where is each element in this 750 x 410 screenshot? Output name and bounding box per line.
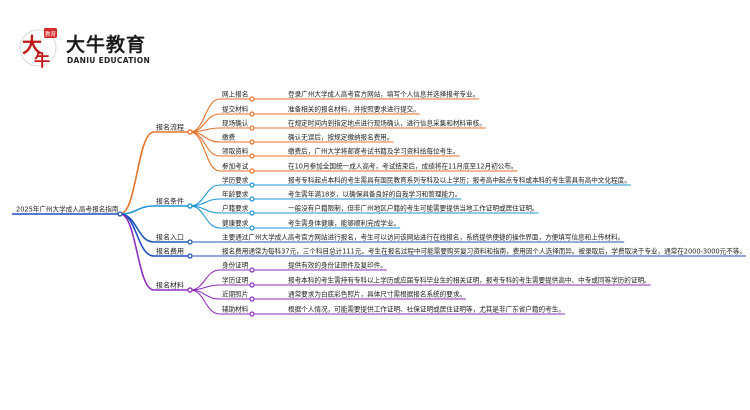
branch-label-conditions: 报名条件 <box>156 197 184 206</box>
branch-label-materials: 报名材料 <box>156 281 184 290</box>
branch-label-entry: 报名入口 <box>156 233 184 242</box>
item-dot-process-3 <box>249 139 255 145</box>
item-text-conditions-1: 考生需年满18岁，以确保具备良好的自我学习和管理能力。 <box>288 190 461 199</box>
item-dot-process-0 <box>249 96 255 102</box>
item-label-process-4: 领取资料 <box>222 147 249 156</box>
item-label-conditions-1: 年龄要求 <box>222 190 249 199</box>
item-text-materials-0: 提供有效的身份证原件及复印件。 <box>288 261 387 270</box>
branch-link-materials <box>119 213 155 291</box>
item-label-process-3: 缴费 <box>222 133 236 142</box>
brand-name-en: DANIU EDUCATION <box>67 56 151 65</box>
item-dot-conditions-2 <box>249 210 255 216</box>
branch-dot-materials <box>187 287 193 293</box>
item-link-conditions-3 <box>189 205 221 229</box>
item-text-materials-2: 通常要求为白底彩色照片，具体尺寸需根据报名系统的要求。 <box>288 290 466 299</box>
branch-dot-fee <box>187 253 193 259</box>
item-label-process-0: 网上报名 <box>222 90 248 99</box>
item-label-conditions-2: 户籍要求 <box>222 204 249 213</box>
item-text-conditions-2: 一般没有户籍限制，但非广州地区户籍的考生可能需要提供当地工作证明或居住证明。 <box>288 204 539 213</box>
branch-label-fee: 报名费用 <box>156 247 184 256</box>
item-text-materials-3: 根据个人情况，可能需要提供工作证明、社保证明或居住证明等，尤其是非广东省户籍的考… <box>288 305 565 314</box>
item-label-materials-0: 身份证明 <box>222 261 249 270</box>
item-text-process-1: 准备相关的报名材料，并按照要求进行提交。 <box>288 105 420 114</box>
branch-link-entry <box>119 213 155 243</box>
item-link-process-5 <box>189 131 221 172</box>
branch-dot-conditions <box>187 203 193 209</box>
item-link-process-2 <box>189 127 221 133</box>
item-label-process-2: 现场确认 <box>222 119 249 128</box>
item-label-conditions-3: 健康要求 <box>222 219 249 228</box>
item-text-process-2: 在规定时间内到指定地点进行现场确认，进行信息采集和材料审核。 <box>288 119 486 128</box>
branch-dot-process <box>187 129 193 135</box>
mind-map-nodes: 2025年广州大学成人高考报名指南 报名流程 网上报名 登录广州大学成人高考官方网站，… <box>16 90 746 317</box>
item-label-materials-2: 近期照片 <box>222 290 248 299</box>
item-dot-process-1 <box>249 111 255 117</box>
mind-map-links <box>12 98 746 315</box>
item-text-conditions-3: 考生需身体健康，能够顺利完成学业。 <box>288 219 400 228</box>
item-label-process-5: 参加考试 <box>222 162 249 171</box>
logo-seal-text: 教育 <box>45 30 57 38</box>
brand-logo: 大 牛 教育 大牛教育 DANIU EDUCATION <box>18 22 168 74</box>
daniu-logo-mark-icon: 大 牛 教育 <box>19 28 57 70</box>
item-label-process-1: 提交材料 <box>222 105 249 114</box>
brand-name: 大牛教育 <box>66 34 147 56</box>
item-link-materials-3 <box>189 289 221 315</box>
item-text-conditions-0: 报考专科起点本科的考生需具有国民教育系列专科及以上学历；报考高中起点专科或本科的… <box>288 176 631 185</box>
root-node-dot <box>117 211 123 217</box>
logo-mark-char2: 牛 <box>34 51 50 70</box>
item-link-materials-1 <box>189 284 221 291</box>
item-dot-conditions-0 <box>249 182 255 188</box>
item-dot-process-2 <box>249 125 255 131</box>
item-text-fee-0: 报名费用通常为每科37元，三个科目总计111元。考生在报名过程中可能需要购买复习… <box>222 247 746 256</box>
item-dot-conditions-1 <box>249 196 255 202</box>
item-label-materials-3: 辅助材料 <box>222 305 249 314</box>
item-dot-materials-0 <box>249 267 255 273</box>
logo-seal <box>44 28 57 38</box>
item-dot-materials-2 <box>249 296 255 302</box>
item-text-entry-0: 主要通过广州大学成人高考官方网站进行报名，考生可以访问该网站进行在线报名，系统提… <box>222 233 624 242</box>
item-dot-conditions-3 <box>249 225 255 231</box>
branch-dot-entry <box>187 239 193 245</box>
root-node-label: 2025年广州大学成人高考报名指南 <box>16 205 119 214</box>
item-dot-materials-3 <box>249 311 255 317</box>
item-label-materials-1: 学历证明 <box>222 276 249 285</box>
item-text-process-4: 缴费后，广州大学将邮寄考试书籍及学习资料给每位考生。 <box>288 147 459 156</box>
item-text-process-3: 确认无误后，按规定缴纳报名费用。 <box>288 133 394 142</box>
branch-label-process: 报名流程 <box>156 123 184 132</box>
logo-mark-char: 大 <box>22 33 42 57</box>
item-link-process-0 <box>189 98 221 133</box>
item-dot-materials-1 <box>249 282 255 288</box>
item-dot-process-5 <box>249 168 255 174</box>
branch-link-process <box>119 131 155 215</box>
item-text-materials-1: 报考本科的考生需持有专科以上学历或应届专科毕业生的相关证明，报考专科的考生需要提… <box>288 276 651 285</box>
item-label-conditions-0: 学历要求 <box>222 176 249 185</box>
item-text-process-0: 登录广州大学成人高考官方网站，填写个人信息并选择报考专业。 <box>288 90 479 99</box>
item-text-process-5: 在10月参加全国统一成人高考，考试结束后，成绩将在11月底至12月初公布。 <box>288 162 518 171</box>
item-dot-process-4 <box>249 153 255 159</box>
